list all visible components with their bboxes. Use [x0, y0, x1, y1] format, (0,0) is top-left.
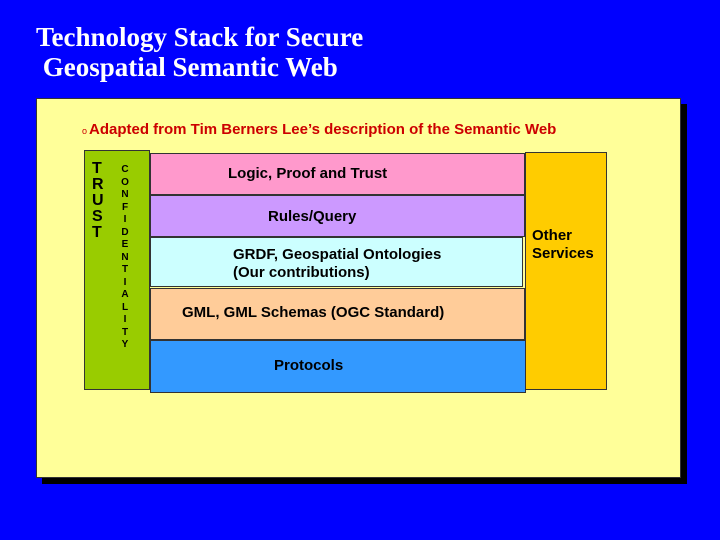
other-services-label: Other Services: [532, 227, 594, 262]
gml-schemas-label: GML, GML Schemas (OGC Standard): [182, 304, 445, 321]
subtitle-text: Adapted from Tim Berners Lee’s descripti…: [89, 121, 557, 138]
gml-schemas-layer: [150, 288, 525, 340]
trust-column: [84, 150, 150, 390]
grdf-ontologies-layer: [150, 237, 523, 287]
subtitle-bullet: o: [82, 126, 88, 136]
other-services-box: [525, 152, 607, 390]
rules-query-label: Rules/Query: [268, 208, 357, 225]
logic-proof-trust-label: Logic, Proof and Trust: [228, 165, 388, 182]
protocols-layer: [150, 340, 526, 393]
protocols-label: Protocols: [274, 357, 344, 374]
trust-label: T R U S T: [92, 160, 104, 241]
our-contributions-label: (Our contributions): [233, 264, 370, 281]
slide-title: Technology Stack for Secure Geospatial S…: [36, 22, 364, 82]
confidentiality-label: C O N F I D E N T I A L I T Y: [121, 164, 129, 350]
logic-proof-trust-layer: [150, 153, 525, 195]
grdf-ontologies-label: GRDF, Geospatial Ontologies: [233, 246, 442, 263]
rules-query-layer: [150, 195, 525, 237]
